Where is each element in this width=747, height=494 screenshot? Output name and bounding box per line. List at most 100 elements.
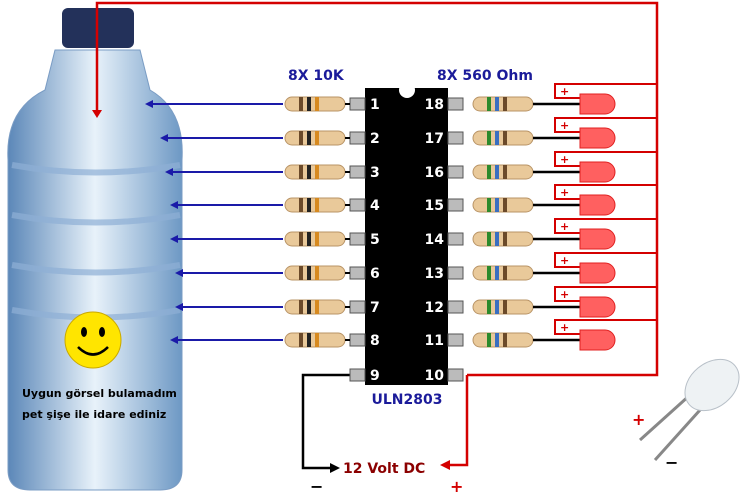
led-anode-wire <box>554 319 657 335</box>
led-plus-mark: + <box>560 85 569 98</box>
power-label: 12 Volt DC <box>343 461 425 477</box>
pin-number-right: 14 <box>425 232 445 248</box>
pin-lead <box>349 97 366 111</box>
arrow-icon <box>92 110 102 118</box>
led <box>579 296 616 318</box>
pin-number-right: 15 <box>425 198 444 214</box>
pin-number-left: 1 <box>370 97 380 113</box>
arrow-icon <box>175 269 183 277</box>
resistor-10k <box>284 130 346 146</box>
led-plus-mark: + <box>560 153 569 166</box>
led-anode-wire <box>554 252 657 268</box>
pin-lead <box>349 198 366 212</box>
led-anode-wire <box>554 218 657 234</box>
arrow-icon <box>440 460 450 470</box>
pin-lead <box>349 165 366 179</box>
pin-number-right: 11 <box>425 333 444 349</box>
resistor-560 <box>472 164 534 180</box>
pin-number-right: 16 <box>425 165 444 181</box>
big-led: + − <box>632 358 740 472</box>
resistor-560 <box>472 96 534 112</box>
pin-number-right: 13 <box>425 266 444 282</box>
pin-number-right: 10 <box>425 368 445 384</box>
arrow-icon <box>170 336 178 344</box>
left-resistor-label: 8X 10K <box>288 68 345 84</box>
pin-lead <box>447 368 464 382</box>
resistor-10k <box>284 299 346 315</box>
led <box>579 329 616 351</box>
pin-lead <box>447 300 464 314</box>
pin-lead <box>447 97 464 111</box>
positive-wiring <box>95 1 659 467</box>
led-plus-mark: + <box>560 321 569 334</box>
pin-lead <box>349 232 366 246</box>
arrow-icon <box>330 463 340 473</box>
arrow-icon <box>170 235 178 243</box>
pin-number-right: 17 <box>425 131 444 147</box>
led-plus-mark: + <box>560 288 569 301</box>
pin-lead <box>349 131 366 145</box>
arrow-icon <box>160 134 168 142</box>
led-anode-wire <box>554 286 657 302</box>
pin-number-right: 18 <box>425 97 444 113</box>
pin-number-left: 7 <box>370 300 380 316</box>
pin-number-left: 8 <box>370 333 380 349</box>
pin-lead <box>447 198 464 212</box>
resistor-10k <box>284 96 346 112</box>
arrow-icon <box>145 100 153 108</box>
plus-label: + <box>450 477 463 494</box>
resistor-10k <box>284 332 346 348</box>
resistor-10k <box>284 265 346 281</box>
led-anode-wire <box>554 117 657 133</box>
pin-number-left: 3 <box>370 165 380 181</box>
led-minus-label: − <box>665 453 678 472</box>
ground-wire <box>301 373 355 470</box>
right-resistor-label: 8X 560 Ohm <box>437 68 533 84</box>
resistor-560 <box>472 130 534 146</box>
chip-label: ULN2803 <box>372 392 443 408</box>
pin-number-left: 2 <box>370 131 380 147</box>
pin-lead <box>349 368 366 382</box>
pin-number-left: 9 <box>370 368 380 384</box>
uln2803-chip <box>365 88 448 385</box>
led-plus-mark: + <box>560 220 569 233</box>
pin-lead <box>447 165 464 179</box>
arrow-icon <box>165 168 173 176</box>
led-plus-mark: + <box>560 119 569 132</box>
led <box>579 262 616 284</box>
led-anode-wire <box>554 83 657 99</box>
led <box>579 161 616 183</box>
note-line-1: Uygun görsel bulamadım <box>22 387 177 400</box>
resistor-560 <box>472 299 534 315</box>
chip-notch <box>399 82 415 98</box>
pin-number-left: 4 <box>370 198 380 214</box>
led-plus-label: + <box>632 410 645 429</box>
pin-lead <box>447 333 464 347</box>
resistor-10k <box>284 231 346 247</box>
led-plus-mark: + <box>560 186 569 199</box>
note-line-2: pet şişe ile idare ediniz <box>22 408 166 421</box>
pin-lead <box>349 266 366 280</box>
led-anode-wire <box>554 151 657 167</box>
resistor-560 <box>472 231 534 247</box>
led <box>579 93 616 115</box>
resistor-560 <box>472 265 534 281</box>
resistor-10k <box>284 164 346 180</box>
pin-lead <box>447 232 464 246</box>
pin-lead <box>447 266 464 280</box>
pin-lead <box>349 300 366 314</box>
resistor-10k <box>284 197 346 213</box>
pin-number-left: 5 <box>370 232 380 248</box>
minus-label: − <box>310 477 323 494</box>
led-plus-mark: + <box>560 254 569 267</box>
pin-number-right: 12 <box>425 300 444 316</box>
resistor-560 <box>472 332 534 348</box>
pin-lead <box>349 333 366 347</box>
led <box>579 194 616 216</box>
pin-number-left: 6 <box>370 266 380 282</box>
pin-lead <box>447 131 464 145</box>
smiley-face <box>64 311 122 369</box>
arrow-icon <box>175 303 183 311</box>
